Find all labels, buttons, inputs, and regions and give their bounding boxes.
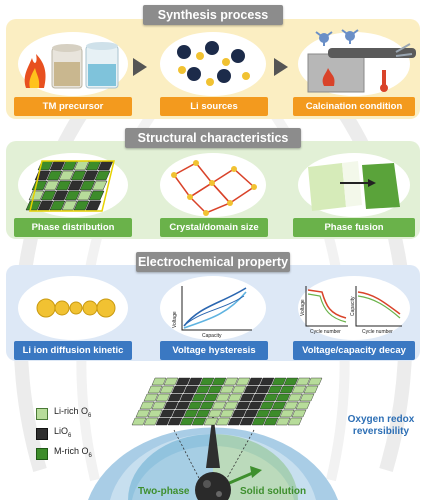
electrochemical-title: Electrochemical property — [136, 252, 290, 272]
legend-swatch-li-rich — [36, 408, 48, 420]
li-sources-illustration — [177, 41, 250, 86]
tm-precursor-illustration — [24, 42, 119, 89]
decay-left-ylabel: Voltage — [300, 299, 306, 316]
tm-precursor-label: TM precursor — [14, 97, 132, 116]
structural-title: Structural characteristics — [125, 128, 301, 148]
phase-fusion-label: Phase fusion — [293, 218, 415, 237]
arrow-right-icon — [133, 58, 147, 76]
voltage-hysteresis-label: Voltage hysteresis — [160, 341, 268, 360]
voltage-hysteresis-plot: Voltage Capacity — [172, 286, 252, 339]
li-sources-label: Li sources — [160, 97, 268, 116]
legend-li-rich: Li-rich O6 — [54, 406, 92, 419]
hysteresis-xlabel: Capacity — [202, 333, 222, 339]
decay-right-ylabel: Capacity — [350, 296, 356, 316]
calcination-condition-label: Calcination condition — [293, 97, 415, 116]
legend-swatch-lio6 — [36, 428, 48, 440]
legend-swatch-m-rich — [36, 448, 48, 460]
phase-distribution-label: Phase distribution — [14, 218, 132, 237]
solid-solution-label: Solid solution — [240, 486, 307, 497]
hysteresis-oval — [160, 276, 266, 340]
two-phase-label: Two-phase — [138, 486, 190, 497]
decay-left-xlabel: Cycle number — [310, 329, 341, 335]
hysteresis-ylabel: Voltage — [172, 311, 178, 328]
gauge-illustration — [88, 377, 338, 500]
crystal-domain-size-label: Crystal/domain size — [160, 218, 268, 237]
decay-right-xlabel: Cycle number — [362, 329, 393, 335]
arrow-right-icon — [274, 58, 288, 76]
legend-m-rich: M-rich O6 — [54, 446, 92, 459]
voltage-capacity-decay-label: Voltage/capacity decay — [293, 341, 415, 360]
voltage-capacity-decay-plot: Voltage Cycle number Capacity Cycle numb… — [300, 286, 402, 335]
li-diffusion-illustration — [36, 298, 116, 318]
synthesis-title: Synthesis process — [143, 5, 283, 25]
crystal-domain-illustration — [171, 160, 257, 216]
phase-fusion-illustration — [308, 161, 400, 211]
lattice-grid — [131, 377, 323, 426]
oxygen-redox-label: Oxygen redox reversibility — [347, 414, 415, 437]
li-diffusion-label: Li ion diffusion kinetic — [14, 341, 132, 360]
legend-lio6: LiO6 — [54, 426, 72, 439]
phase-distribution-grid — [25, 160, 115, 212]
calcination-furnace-illustration — [307, 29, 416, 93]
